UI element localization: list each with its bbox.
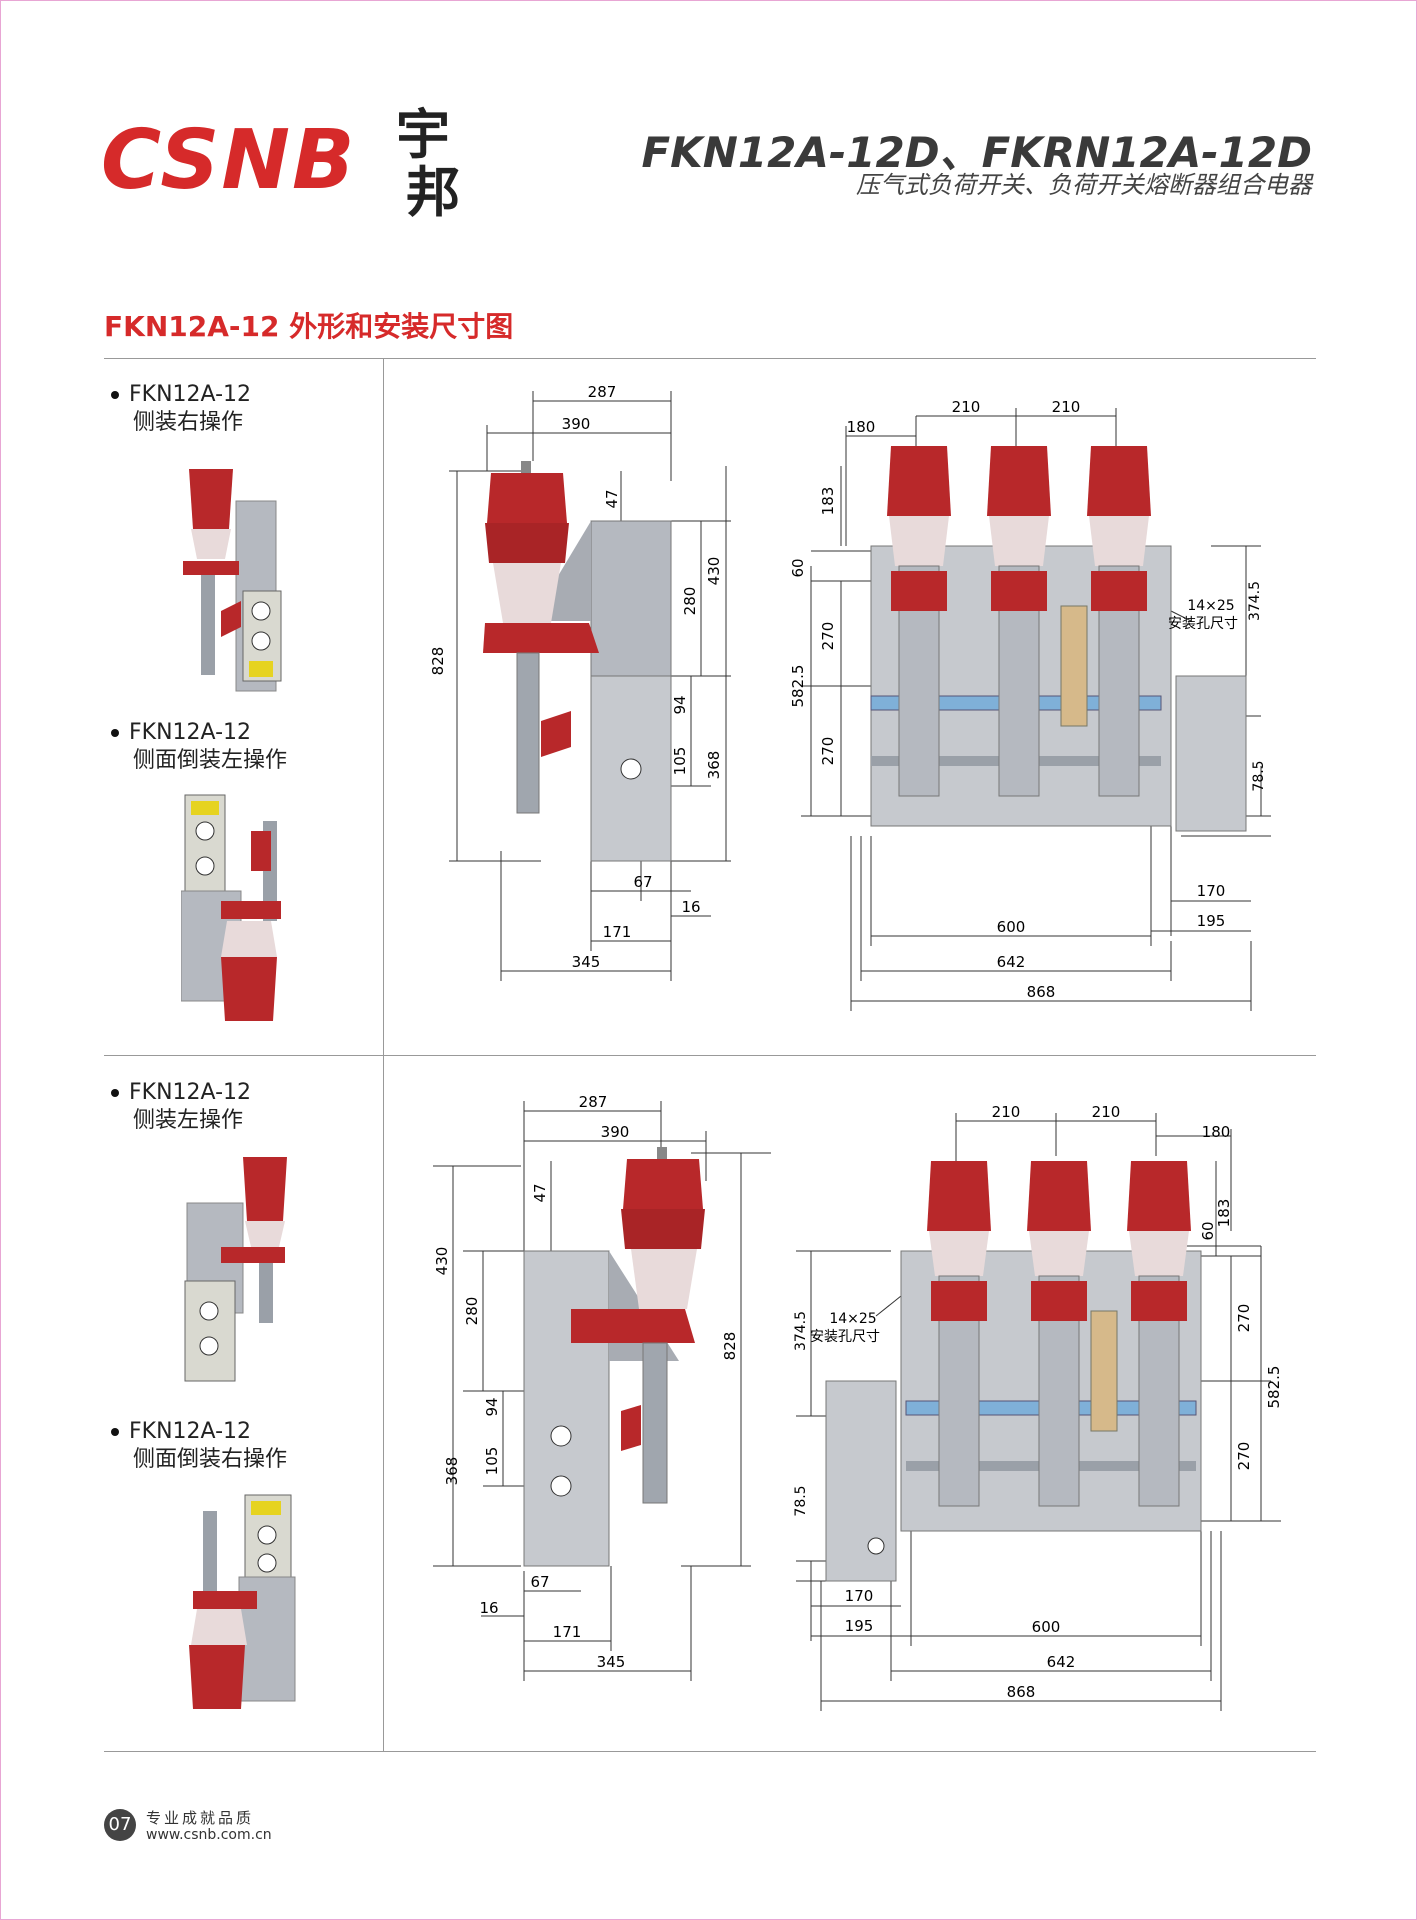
dim-67-b: 67 (530, 1573, 549, 1591)
dim-210-d: 210 (1092, 1103, 1121, 1121)
dim-47-b: 47 (531, 1183, 549, 1202)
dim-210-b: 210 (1052, 398, 1081, 416)
dim-47: 47 (603, 489, 621, 508)
divider-bottom (104, 1751, 1316, 1752)
logo-cn-1: 宇 (396, 102, 450, 166)
dim-60: 60 (789, 558, 807, 577)
brand-logo: CSNB 宇 邦 (101, 105, 481, 225)
footer-url[interactable]: www.csnb.com.cn (146, 1827, 272, 1843)
dim-642-b: 642 (1047, 1653, 1076, 1671)
dim-345: 345 (572, 953, 601, 971)
dim-16: 16 (681, 898, 700, 916)
footer-slogan: 专业成就品质 (146, 1809, 255, 1827)
dim-287: 287 (588, 383, 617, 401)
dim-270-b: 270 (819, 737, 837, 766)
dim-430: 430 (705, 557, 723, 586)
logo-cn: 宇 邦 (396, 105, 460, 221)
variant-label-4: FKN12A-12 侧面倒装右操作 (111, 1418, 287, 1474)
dim-600: 600 (997, 918, 1026, 936)
dim-94-b: 94 (483, 1397, 501, 1416)
dim-270-d: 270 (1235, 1442, 1253, 1471)
dim-430-b: 430 (433, 1247, 451, 1276)
dim-hole-label-b: 安装孔尺寸 (810, 1329, 880, 1345)
dim-642: 642 (997, 953, 1026, 971)
dim-183: 183 (819, 487, 837, 516)
dim-170: 170 (1197, 882, 1226, 900)
dim-171: 171 (603, 923, 632, 941)
dim-390: 390 (562, 415, 591, 433)
logo-text: CSNB (101, 113, 357, 208)
dim-210-c: 210 (992, 1103, 1021, 1121)
dim-368-b: 368 (443, 1457, 461, 1486)
dim-280: 280 (681, 587, 699, 616)
dim-195: 195 (1197, 912, 1226, 930)
dim-183-b: 183 (1215, 1199, 1233, 1228)
variant-label-1: FKN12A-12 侧装右操作 (111, 381, 251, 437)
dim-171-b: 171 (553, 1623, 582, 1641)
product-subtitle: 压气式负荷开关、负荷开关熔断器组合电器 (856, 171, 1312, 199)
dim-16-b: 16 (479, 1599, 498, 1617)
thumb-variant-3 (184, 1157, 287, 1382)
variant-label-3: FKN12A-12 侧装左操作 (111, 1079, 251, 1135)
logo-cn-2: 邦 (406, 160, 460, 224)
dim-270-c: 270 (1235, 1304, 1253, 1333)
drawing-front-view-top: 210 210 180 183 60 270 582.5 270 374.5 7… (789, 398, 1271, 1011)
dim-582-b: 582.5 (1265, 1366, 1283, 1409)
dim-hole-label: 安装孔尺寸 (1168, 616, 1238, 632)
dim-280-b: 280 (463, 1297, 481, 1326)
dim-180-b: 180 (1202, 1123, 1231, 1141)
dim-105-b: 105 (483, 1447, 501, 1476)
dim-868: 868 (1027, 983, 1056, 1001)
dim-60-b: 60 (1199, 1221, 1217, 1240)
dim-785: 78.5 (1251, 760, 1267, 791)
divider-middle (104, 1055, 1316, 1056)
drawing-front-view-bottom: 210 210 180 183 60 270 582.5 270 374.5 7… (793, 1103, 1283, 1711)
dim-94: 94 (671, 695, 689, 714)
thumb-variant-2 (181, 794, 281, 1021)
page-number: 07 (104, 1809, 136, 1841)
dim-368: 368 (705, 751, 723, 780)
variant-label-2: FKN12A-12 侧面倒装左操作 (111, 719, 287, 775)
dim-hole: 14×25 (1187, 598, 1234, 614)
drawing-side-view-top: 287 390 828 47 430 280 94 105 368 67 16 … (429, 383, 731, 981)
thumb-variant-1 (183, 469, 282, 692)
dim-287-b: 287 (579, 1093, 608, 1111)
dim-hole-b: 14×25 (829, 1311, 876, 1327)
dim-210-a: 210 (952, 398, 981, 416)
drawing-side-view-bottom: 287 390 828 47 430 280 94 105 368 67 16 … (433, 1093, 771, 1681)
divider-top (104, 358, 1316, 359)
dim-828: 828 (429, 647, 447, 676)
dim-374-b: 374.5 (793, 1311, 809, 1351)
dim-105: 105 (671, 747, 689, 776)
dim-195-b: 195 (845, 1617, 874, 1635)
dim-270-a: 270 (819, 622, 837, 651)
product-model: FKN12A-12D、FKRN12A-12D (641, 128, 1312, 177)
dim-785-b: 78.5 (793, 1485, 809, 1516)
section-title: FKN12A-12 外形和安装尺寸图 (104, 310, 514, 343)
thumb-variant-4 (189, 1494, 296, 1709)
dim-374: 374.5 (1247, 581, 1263, 621)
dim-180: 180 (847, 418, 876, 436)
insulator-group (887, 446, 1151, 797)
dim-345-b: 345 (597, 1653, 626, 1671)
dim-828-b: 828 (721, 1332, 739, 1361)
dim-582: 582.5 (789, 665, 807, 708)
dim-600-b: 600 (1032, 1618, 1061, 1636)
dim-390-b: 390 (601, 1123, 630, 1141)
dim-67: 67 (633, 873, 652, 891)
dim-868-b: 868 (1007, 1683, 1036, 1701)
dim-170-b: 170 (845, 1587, 874, 1605)
divider-vertical (383, 358, 384, 1751)
